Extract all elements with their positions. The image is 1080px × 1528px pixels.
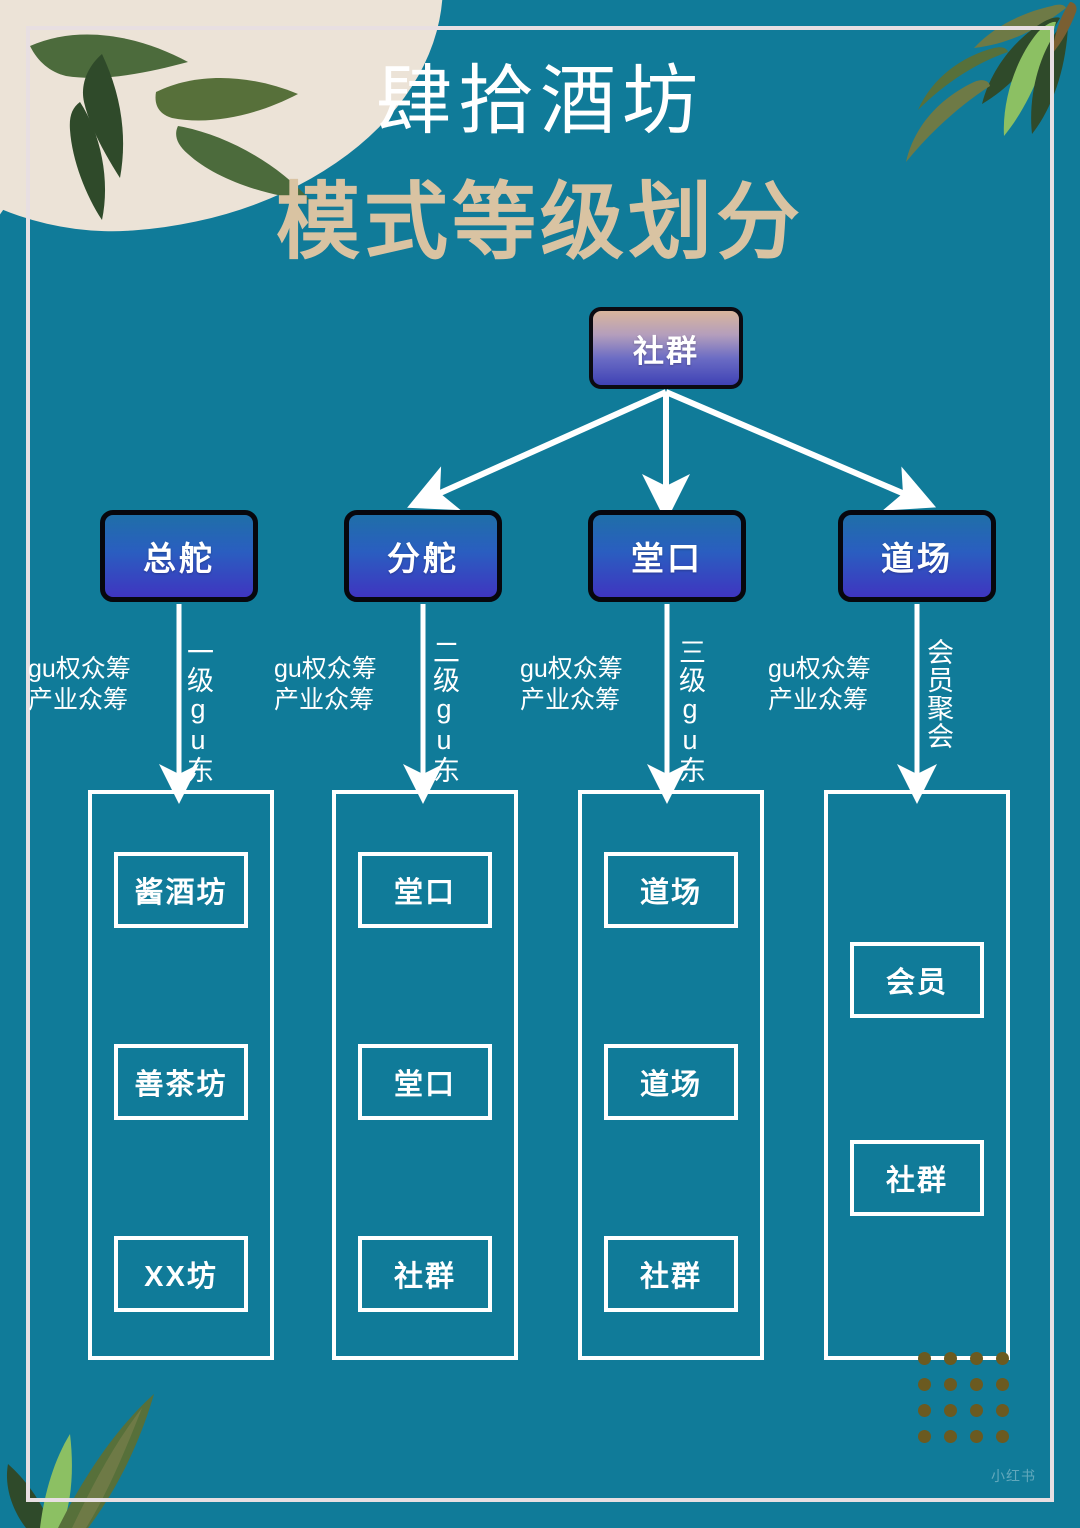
- branch-label-line2: 产业众筹: [28, 685, 129, 714]
- dot: [944, 1352, 957, 1365]
- branch-label-vertical-3: 会员聚会: [923, 638, 954, 750]
- branch-label-left-0: gu权众筹 产业众筹: [28, 638, 131, 715]
- node-root-shequn[interactable]: 社群: [589, 307, 743, 389]
- column-0-cell-2[interactable]: XX坊: [114, 1236, 248, 1312]
- node-level2-label: 道场: [881, 540, 953, 577]
- column-container-2: 道场 道场 社群: [578, 790, 764, 1360]
- cell-label: 会员: [885, 967, 948, 999]
- branch-label-line1: gu权众筹: [28, 655, 131, 683]
- leaf-cluster-top-right: [870, 0, 1080, 220]
- page-title: 肆拾酒坊: [376, 59, 704, 144]
- dot: [970, 1378, 983, 1391]
- branch-label-left-3: gu权众筹 产业众筹: [768, 638, 871, 715]
- cell-label: 社群: [639, 1261, 702, 1293]
- dot: [918, 1352, 931, 1365]
- node-level2-tangkou[interactable]: 堂口: [588, 510, 746, 602]
- column-3-cell-1[interactable]: 社群: [850, 1140, 984, 1216]
- column-0-cell-0[interactable]: 酱酒坊: [114, 852, 248, 928]
- branch-label-line1: gu权众筹: [768, 655, 871, 683]
- column-container-1: 堂口 堂口 社群: [332, 790, 518, 1360]
- dot: [944, 1404, 957, 1417]
- node-level2-fenduo[interactable]: 分舵: [344, 510, 502, 602]
- dot: [918, 1430, 931, 1443]
- dot: [944, 1430, 957, 1443]
- column-1-cell-2[interactable]: 社群: [358, 1236, 492, 1312]
- branch-label-left-1: gu权众筹 产业众筹: [274, 638, 377, 715]
- column-0-cell-1[interactable]: 善茶坊: [114, 1044, 248, 1120]
- branch-label-group-2: gu权众筹 产业众筹 三级gu东: [520, 638, 705, 784]
- link-root-to-daochang: [664, 389, 937, 511]
- branch-label-group-3: gu权众筹 产业众筹 会员聚会: [768, 638, 953, 750]
- branch-label-line2: 产业众筹: [274, 685, 375, 714]
- cell-label: 道场: [639, 1069, 702, 1101]
- dot: [918, 1378, 931, 1391]
- branch-label-group-1: gu权众筹 产业众筹 二级gu东: [274, 638, 459, 784]
- cell-label: 社群: [393, 1261, 456, 1293]
- cell-label: 堂口: [393, 1069, 456, 1101]
- decor-dot-grid: [918, 1352, 1022, 1456]
- column-2-cell-1[interactable]: 道场: [604, 1044, 738, 1120]
- cell-label: XX坊: [144, 1261, 218, 1293]
- branch-label-vertical-1: 二级gu东: [429, 638, 460, 784]
- dot: [918, 1404, 931, 1417]
- column-2-cell-2[interactable]: 社群: [604, 1236, 738, 1312]
- node-root-label: 社群: [633, 333, 699, 369]
- branch-label-line1: gu权众筹: [274, 655, 377, 683]
- link-root-to-fenduo: [407, 389, 668, 511]
- dot: [996, 1378, 1009, 1391]
- dot: [970, 1430, 983, 1443]
- node-level2-label: 总舵: [143, 540, 215, 577]
- branch-label-left-2: gu权众筹 产业众筹: [520, 638, 623, 715]
- dot: [996, 1352, 1009, 1365]
- column-3-cell-0[interactable]: 会员: [850, 942, 984, 1018]
- cell-label: 酱酒坊: [134, 877, 228, 909]
- branch-label-line1: gu权众筹: [520, 655, 623, 683]
- branch-label-vertical-2: 三级gu东: [675, 638, 706, 784]
- leaf-cluster-top-left: [10, 6, 330, 236]
- dot: [996, 1404, 1009, 1417]
- dot: [996, 1430, 1009, 1443]
- branch-label-line2: 产业众筹: [768, 685, 869, 714]
- branch-label-vertical-0: 一级gu东: [183, 638, 214, 784]
- column-container-0: 酱酒坊 善茶坊 XX坊: [88, 790, 274, 1360]
- dot: [944, 1378, 957, 1391]
- cell-label: 道场: [639, 877, 702, 909]
- column-1-cell-1[interactable]: 堂口: [358, 1044, 492, 1120]
- cell-label: 社群: [885, 1165, 948, 1197]
- node-level2-daochang[interactable]: 道场: [838, 510, 996, 602]
- column-2-cell-0[interactable]: 道场: [604, 852, 738, 928]
- column-container-3: 会员 社群: [824, 790, 1010, 1360]
- cell-label: 堂口: [393, 877, 456, 909]
- branch-label-line2: 产业众筹: [520, 685, 621, 714]
- dot: [970, 1352, 983, 1365]
- branch-label-group-0: gu权众筹 产业众筹 一级gu东: [28, 638, 213, 784]
- watermark: 小红书: [991, 1468, 1036, 1484]
- cell-label: 善茶坊: [134, 1069, 228, 1101]
- node-level2-zongduo[interactable]: 总舵: [100, 510, 258, 602]
- column-1-cell-0[interactable]: 堂口: [358, 852, 492, 928]
- node-level2-label: 堂口: [631, 540, 703, 577]
- page-subtitle: 模式等级划分: [275, 175, 804, 269]
- dot: [970, 1404, 983, 1417]
- node-level2-label: 分舵: [387, 540, 459, 577]
